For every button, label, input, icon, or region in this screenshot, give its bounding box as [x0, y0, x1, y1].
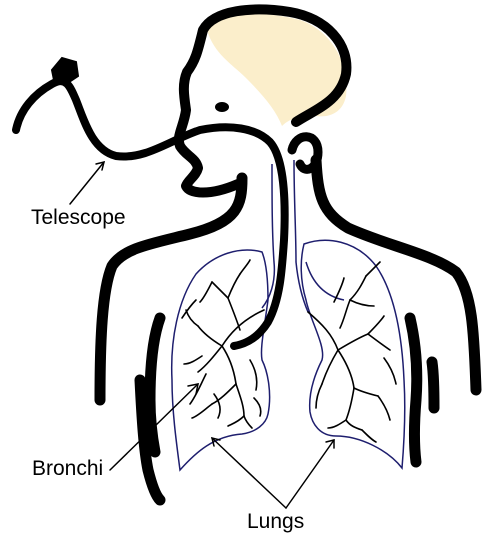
- lungs-pointer-left: [212, 438, 286, 508]
- right-arm-inner: [410, 318, 417, 462]
- eye: [215, 102, 229, 112]
- label-bronchi: Bronchi: [32, 458, 103, 479]
- right-lung: [301, 240, 405, 468]
- label-lungs: Lungs: [247, 511, 304, 532]
- left-lung: [172, 250, 270, 470]
- left-arm-inner: [150, 318, 160, 452]
- lungs-pointer-right: [286, 440, 334, 508]
- left-bronchi: [182, 260, 264, 428]
- right-neck-shoulder: [316, 160, 476, 390]
- telescope-pointer: [70, 162, 104, 204]
- trachea-right-wall: [294, 160, 308, 312]
- label-telescope: Telescope: [31, 207, 126, 228]
- telescope-handle: [52, 58, 78, 84]
- right-torso-side: [432, 362, 434, 408]
